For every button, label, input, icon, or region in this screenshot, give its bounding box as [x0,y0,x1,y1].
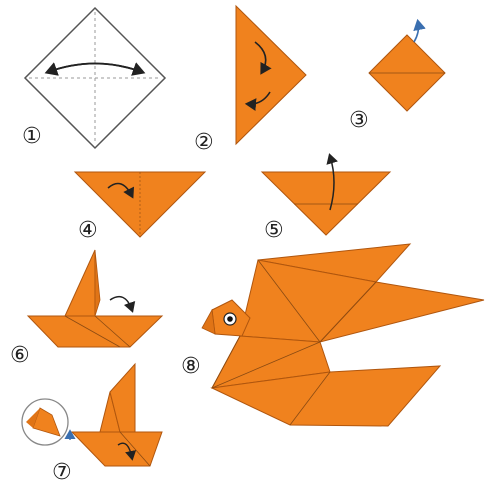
step-8-diagram [202,244,484,426]
fold-arrow-icon [110,297,132,310]
fold-arrow-icon [414,22,419,42]
step-2-diagram [236,6,306,144]
step-8-number: ⑧ [181,356,201,378]
step-3-diagram [369,22,445,111]
step-4-number: ④ [78,220,98,242]
step-7-diagram [22,364,162,466]
step-5-number: ⑤ [264,220,284,242]
step-3-number: ③ [349,110,369,132]
step-2-number: ② [194,132,214,154]
step-7-number: ⑦ [52,462,72,484]
step-1-diagram [25,8,165,148]
step-1-number: ① [22,126,42,148]
step-6-number: ⑥ [10,345,30,367]
step-6-diagram [28,250,162,347]
